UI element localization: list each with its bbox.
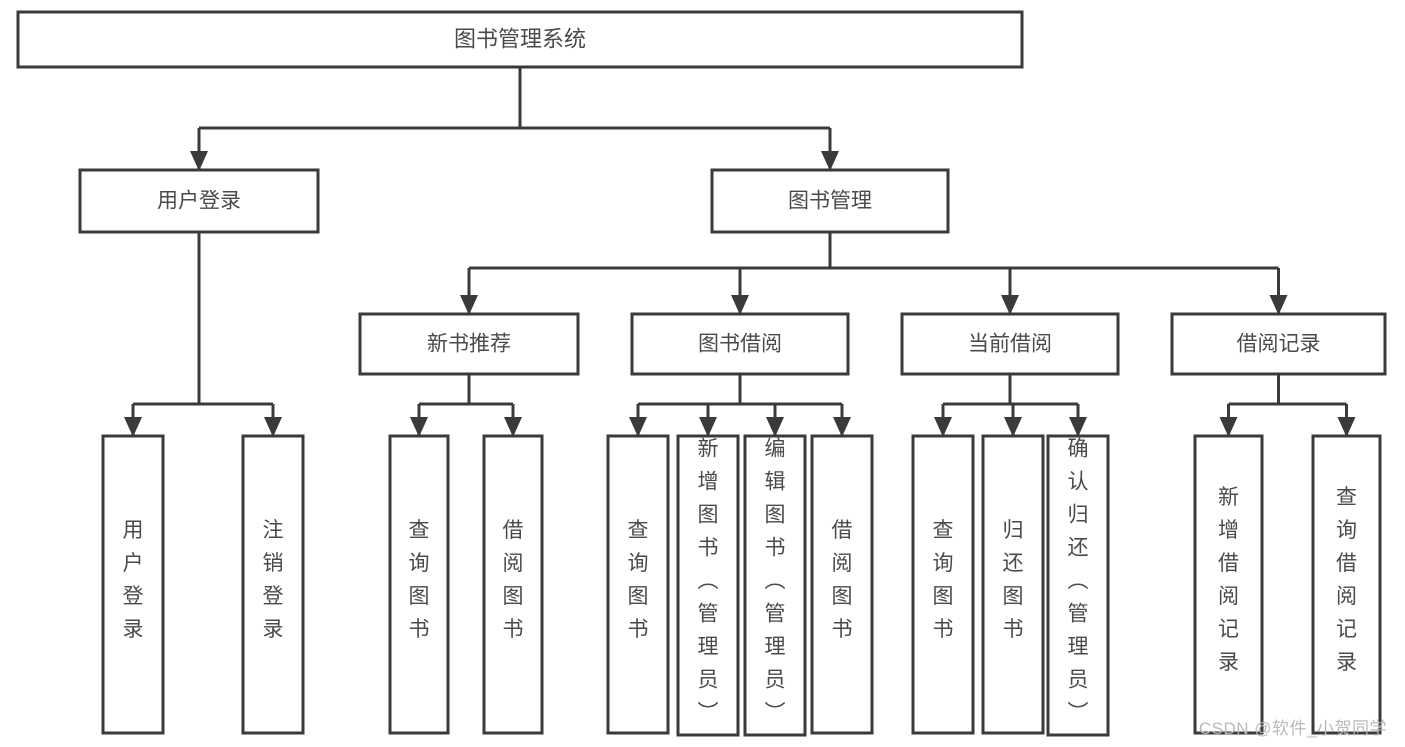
node-label-borrow-record: 借阅记录 (1237, 333, 1321, 356)
arrow-into-leaf-query-book-3 (934, 417, 952, 437)
node-label-leaf-confirm-return: 确认归还︵管理员︶ (1068, 438, 1089, 725)
node-box-leaf-query-book-2 (606, 434, 670, 735)
node-label-leaf-edit-book: 编辑图书︵管理员︶ (765, 438, 786, 725)
node-leaf-edit-book[interactable]: 编辑图书︵管理员︶ (743, 434, 807, 737)
node-label-leaf-borrow-book-1: 借阅图书 (503, 519, 524, 641)
arrow-into-leaf-borrow-book-1 (504, 417, 522, 437)
node-box-leaf-add-book (676, 434, 740, 737)
node-label-leaf-query-book-1: 查询图书 (409, 519, 430, 641)
node-box-book-manage (710, 168, 950, 234)
arrow-into-leaf-edit-book (766, 417, 784, 437)
arrow-into-book-manage (821, 151, 839, 171)
arrow-into-leaf-user-logout (264, 417, 282, 437)
connectors-layer (124, 67, 1356, 437)
node-leaf-query-book-2[interactable]: 查询图书 (606, 434, 670, 735)
node-box-new-book-recommend (358, 312, 580, 376)
arrow-into-leaf-borrow-book-2 (833, 417, 851, 437)
node-label-root: 图书管理系统 (454, 26, 586, 51)
node-label-book-manage: 图书管理 (788, 190, 872, 213)
node-box-leaf-query-book-3 (911, 434, 975, 735)
node-box-user-login (78, 168, 320, 234)
node-label-book-borrow: 图书借阅 (698, 333, 782, 356)
node-label-leaf-query-record: 查询借阅记录 (1336, 486, 1357, 674)
node-box-leaf-borrow-book-1 (482, 434, 544, 735)
arrow-into-leaf-return-book (1004, 417, 1022, 437)
node-leaf-confirm-return[interactable]: 确认归还︵管理员︶ (1046, 434, 1110, 737)
node-leaf-query-record[interactable]: 查询借阅记录 (1311, 434, 1382, 735)
node-box-leaf-query-record (1311, 434, 1382, 735)
node-box-leaf-add-record (1193, 434, 1264, 735)
node-box-leaf-borrow-book-2 (810, 434, 874, 735)
node-label-leaf-return-book: 归还图书 (1003, 519, 1024, 641)
node-user-login[interactable]: 用户登录 (78, 168, 320, 234)
node-leaf-user-logout[interactable]: 注销登录 (241, 434, 305, 735)
arrow-into-leaf-query-book-2 (629, 417, 647, 437)
node-root[interactable]: 图书管理系统 (16, 10, 1024, 69)
arrow-into-borrow-record (1269, 295, 1288, 315)
node-box-leaf-confirm-return (1046, 434, 1110, 737)
node-leaf-add-book[interactable]: 新增图书︵管理员︶ (676, 434, 740, 737)
node-box-leaf-return-book (981, 434, 1045, 735)
node-leaf-add-record[interactable]: 新增借阅记录 (1193, 434, 1264, 735)
arrow-into-leaf-query-record (1337, 417, 1356, 437)
node-label-current-borrow: 当前借阅 (968, 333, 1052, 356)
node-book-borrow[interactable]: 图书借阅 (630, 312, 850, 376)
node-current-borrow[interactable]: 当前借阅 (900, 312, 1120, 376)
node-new-book-recommend[interactable]: 新书推荐 (358, 312, 580, 376)
csdn-watermark: CSDN @软件_小贺同学 (1198, 719, 1387, 738)
node-label-leaf-add-book: 新增图书︵管理员︶ (698, 438, 719, 725)
nodes-layer: 图书管理系统用户登录图书管理新书推荐图书借阅当前借阅借阅记录用户登录注销登录查询… (16, 10, 1387, 737)
node-book-manage[interactable]: 图书管理 (710, 168, 950, 234)
node-label-user-login: 用户登录 (157, 190, 241, 213)
node-label-leaf-user-login: 用户登录 (123, 519, 144, 641)
node-box-current-borrow (900, 312, 1120, 376)
arrow-into-leaf-add-record (1219, 417, 1238, 437)
node-box-leaf-user-login (101, 434, 165, 735)
arrow-into-leaf-user-login (124, 417, 142, 437)
node-box-borrow-record (1170, 312, 1387, 376)
node-box-leaf-edit-book (743, 434, 807, 737)
node-box-book-borrow (630, 312, 850, 376)
node-label-leaf-query-book-3: 查询图书 (933, 519, 954, 641)
node-leaf-borrow-book-1[interactable]: 借阅图书 (482, 434, 544, 735)
node-label-leaf-user-logout: 注销登录 (263, 519, 284, 641)
node-label-leaf-query-book-2: 查询图书 (628, 519, 649, 641)
node-box-leaf-query-book-1 (388, 434, 450, 735)
node-label-leaf-borrow-book-2: 借阅图书 (832, 519, 853, 641)
arrow-into-book-borrow (731, 295, 749, 315)
node-label-leaf-add-record: 新增借阅记录 (1218, 486, 1239, 674)
node-box-leaf-user-logout (241, 434, 305, 735)
arrow-into-new-book-recommend (460, 295, 478, 315)
node-leaf-borrow-book-2[interactable]: 借阅图书 (810, 434, 874, 735)
arrow-into-user-login (190, 151, 208, 171)
node-borrow-record[interactable]: 借阅记录 (1170, 312, 1387, 376)
node-leaf-query-book-3[interactable]: 查询图书 (911, 434, 975, 735)
node-leaf-user-login[interactable]: 用户登录 (101, 434, 165, 735)
arrow-into-leaf-query-book-1 (410, 417, 428, 437)
node-box-root (16, 10, 1024, 69)
node-leaf-return-book[interactable]: 归还图书 (981, 434, 1045, 735)
node-leaf-query-book-1[interactable]: 查询图书 (388, 434, 450, 735)
arrow-into-current-borrow (1001, 295, 1019, 315)
arrow-into-leaf-add-book (699, 417, 717, 437)
arrow-into-leaf-confirm-return (1069, 417, 1087, 437)
node-label-new-book-recommend: 新书推荐 (427, 333, 511, 356)
